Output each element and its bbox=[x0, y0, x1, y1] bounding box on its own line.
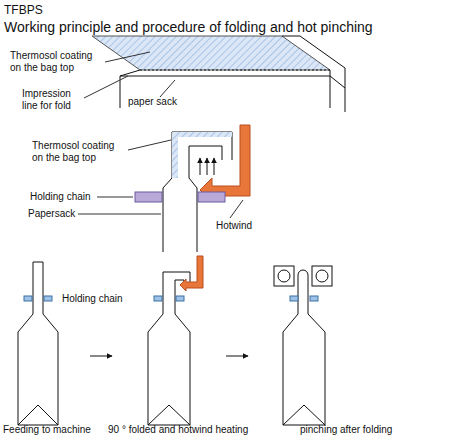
title: TFBPS bbox=[4, 3, 43, 17]
part-label: Papersack bbox=[28, 208, 75, 220]
sack-top-view bbox=[92, 36, 345, 112]
sack-folding-detail bbox=[163, 132, 232, 252]
part-label: Impression line for fold bbox=[22, 88, 82, 111]
sack-stage-2 bbox=[148, 256, 203, 425]
part-label: Thermosol coating on the bag top bbox=[32, 140, 124, 163]
sack-stage-1 bbox=[18, 262, 58, 425]
step-caption: pinching after folding bbox=[300, 424, 392, 436]
part-label: paper sack bbox=[128, 96, 177, 108]
part-label: Thermosol coating on the bag top bbox=[10, 50, 102, 73]
part-label: Hotwind bbox=[216, 220, 252, 232]
sack-stage-3 bbox=[274, 266, 332, 425]
stage-arrows bbox=[90, 356, 248, 357]
step-caption: Feeding to machine bbox=[3, 424, 91, 436]
subtitle: Working principle and procedure of foldi… bbox=[4, 19, 373, 35]
leader-lines bbox=[78, 52, 243, 218]
step-caption: 90 ° folded and hotwind heating bbox=[108, 424, 248, 436]
holding-chain bbox=[135, 192, 225, 202]
part-label: Holding chain bbox=[30, 191, 91, 203]
heat-arrows bbox=[200, 158, 214, 175]
hotwind-nozzle bbox=[200, 125, 250, 202]
part-label: Holding chain bbox=[62, 293, 123, 305]
